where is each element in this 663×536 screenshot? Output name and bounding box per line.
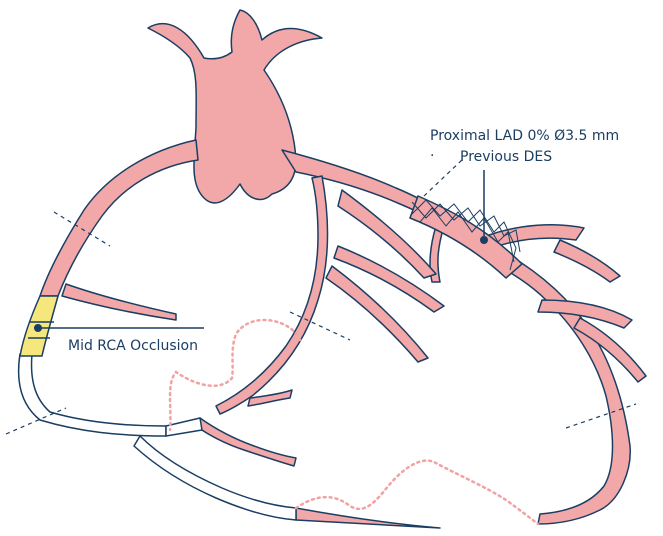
lad-stent-label: Proximal LAD 0% Ø3.5 mm bbox=[430, 128, 619, 145]
lad-bullet: · bbox=[430, 148, 434, 165]
right-coronary-artery bbox=[40, 140, 198, 320]
occluded-rca-segments bbox=[19, 354, 296, 520]
rca-pointer bbox=[34, 324, 204, 332]
lad-stent-sublabel: Previous DES bbox=[460, 149, 552, 166]
rca-occlusion-label: Mid RCA Occlusion bbox=[68, 338, 198, 355]
aorta bbox=[148, 10, 322, 203]
